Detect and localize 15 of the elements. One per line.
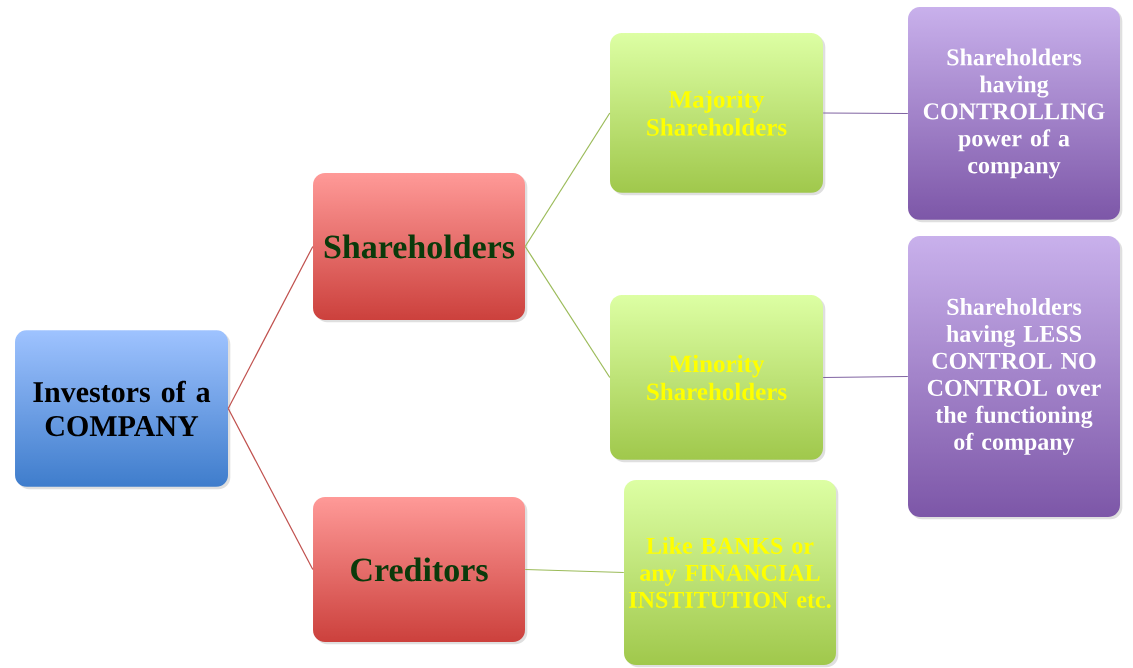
connector-line (524, 568, 625, 574)
connector-line (524, 112, 611, 248)
description-box: Shareholders having CONTROLLING power of a company (908, 7, 1123, 223)
description-box: Shareholders having LESS CONTROL NO CONTROL over the functioning of company (908, 236, 1123, 520)
subcategory-box: Minority Shareholders (610, 295, 826, 463)
connector-line (822, 112, 909, 115)
subcategory-box: Like BANKS or any FINANCIAL INSTITUTION etc. (624, 480, 839, 668)
connector-line (227, 407, 314, 571)
connector-line (227, 245, 314, 410)
subcategory-box: Majority Shareholders (610, 33, 826, 196)
connector-line (822, 375, 909, 379)
root-box: Investors of a COMPANY (15, 330, 231, 490)
category-box: Shareholders (313, 173, 528, 323)
connector-line (524, 245, 611, 379)
category-box: Creditors (313, 497, 528, 645)
